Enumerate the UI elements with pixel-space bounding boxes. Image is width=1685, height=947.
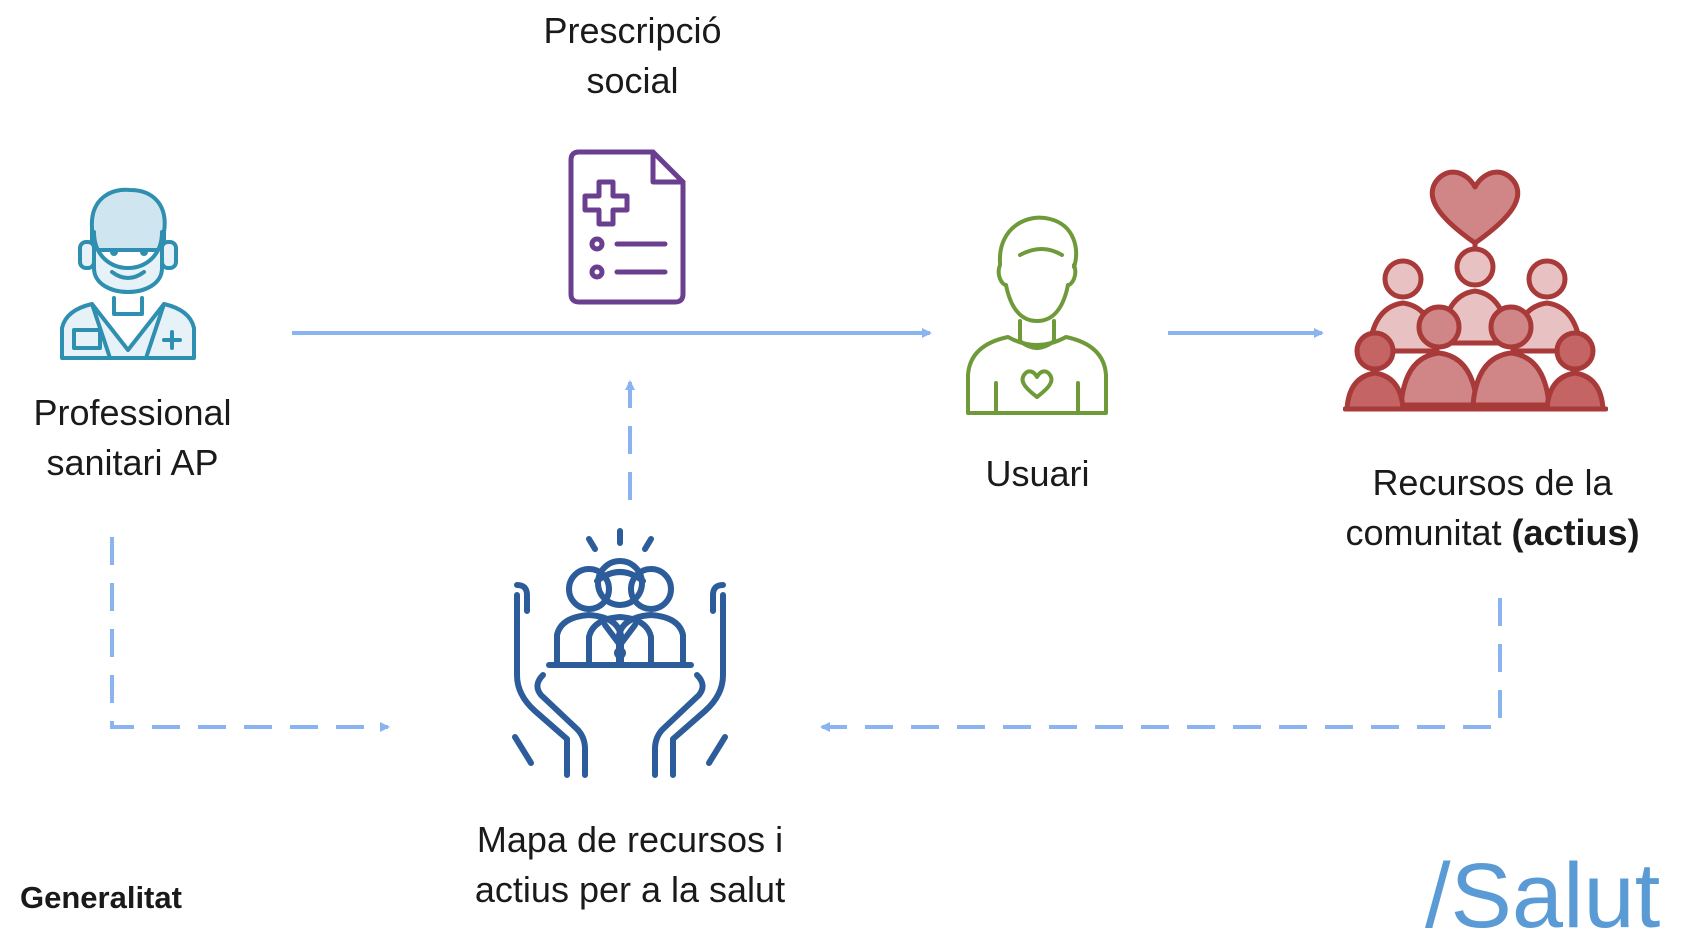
resources-label-bold: (actius) <box>1511 512 1640 553</box>
community-heart-icon <box>1343 169 1608 412</box>
professional-label: Professional sanitari AP <box>0 388 265 488</box>
prescription-label: Prescripció social <box>490 6 775 106</box>
resources-label-line1: Recursos de la <box>1372 462 1613 503</box>
arrow-resources-to-map <box>820 598 1502 732</box>
prescription-label-line1: Prescripció <box>543 10 722 51</box>
map-label-line2: actius per a la salut <box>474 869 786 910</box>
user-heart-icon <box>966 215 1108 415</box>
doctor-icon <box>60 187 196 360</box>
professional-label-line1: Professional <box>33 392 232 433</box>
hands-holding-people-icon <box>512 528 728 778</box>
user-label: Usuari <box>955 449 1120 499</box>
resources-label-plain: comunitat <box>1345 512 1502 553</box>
professional-label-line2: sanitari AP <box>46 442 219 483</box>
resources-label-line2: comunitat (actius) <box>1300 508 1685 558</box>
connector-layer <box>110 328 1502 732</box>
prescription-document-icon <box>568 149 686 305</box>
map-label-line1: Mapa de recursos i <box>476 819 784 860</box>
user-label-line1: Usuari <box>985 453 1090 494</box>
arrow-professional-to-map <box>110 537 390 732</box>
salut-logo-text: /Salut <box>1425 845 1661 947</box>
generalitat-logo-text: Generalitat <box>20 880 182 915</box>
prescription-label-line2: social <box>586 60 679 101</box>
map-label: Mapa de recursos i actius per a la salut <box>435 815 825 915</box>
resources-label: Recursos de la comunitat (actius) <box>1300 458 1685 558</box>
